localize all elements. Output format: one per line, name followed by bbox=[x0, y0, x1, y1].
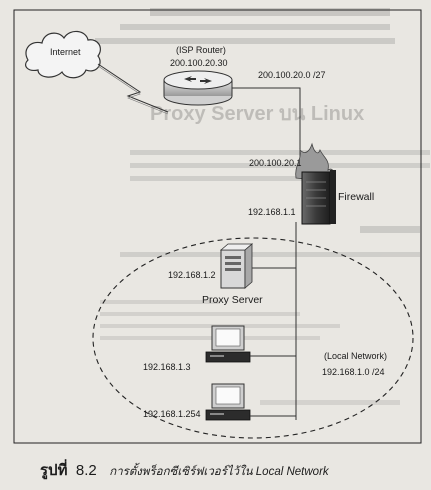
background-text bbox=[95, 8, 430, 405]
firewall-label: Firewall bbox=[338, 191, 375, 203]
local-network-label: (Local Network) bbox=[324, 351, 388, 361]
isp-router-label: (ISP Router) bbox=[176, 45, 226, 55]
figure-caption: รูปที่ 8.2 การตั้งพร็อกซีเซิร์ฟเวอร์ไว้ใ… bbox=[40, 458, 329, 482]
cloud-icon bbox=[25, 30, 101, 79]
proxy-server-label: Proxy Server bbox=[202, 294, 263, 306]
wan-network-label: 200.100.20.0 /27 bbox=[258, 70, 326, 80]
isp-router-ip-label: 200.100.20.30 bbox=[170, 58, 228, 68]
pc-1-ip-label: 192.168.1.3 bbox=[143, 362, 191, 372]
firewall-lan-ip-label: 192.168.1.1 bbox=[248, 207, 296, 217]
local-network-ip-label: 192.168.1.0 /24 bbox=[322, 367, 385, 377]
caption-label: รูปที่ bbox=[40, 462, 68, 479]
pc-2-icon bbox=[205, 383, 251, 421]
proxy-server-icon bbox=[219, 243, 254, 289]
wan-network-link bbox=[232, 87, 301, 172]
caption-number: 8.2 bbox=[75, 462, 97, 479]
diagram-frame bbox=[13, 9, 422, 444]
wan-link-lightning bbox=[97, 63, 169, 113]
pc-1-icon bbox=[205, 325, 251, 363]
background-heading: Proxy Server บน Linux bbox=[150, 103, 364, 125]
pc-2-ip-label: 192.168.1.254 bbox=[143, 409, 201, 419]
caption-text: การตั้งพร็อกซีเซิร์ฟเวอร์ไว้ใน Local Net… bbox=[109, 466, 329, 478]
internet-label: Internet bbox=[50, 47, 81, 57]
router-icon bbox=[163, 70, 233, 106]
firewall-wan-ip-label: 200.100.20.1 bbox=[249, 158, 302, 168]
proxy-ip-label: 192.168.1.2 bbox=[168, 270, 216, 280]
firewall-icon bbox=[295, 142, 336, 225]
local-network-boundary bbox=[92, 237, 414, 439]
